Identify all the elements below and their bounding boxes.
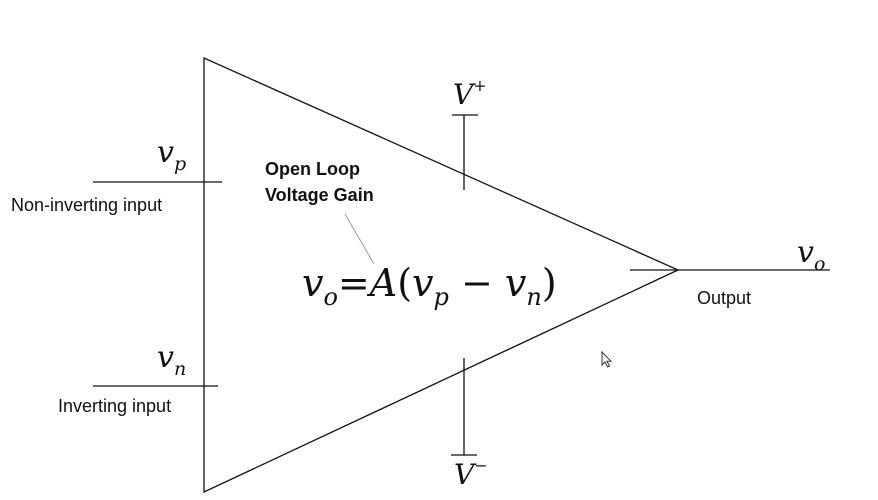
vminus-label-base: V — [454, 458, 477, 491]
output-label: Output — [697, 288, 751, 308]
gain-equation: vo=A(vp − vn) — [302, 261, 557, 311]
vo-label-base: v — [797, 235, 814, 270]
vplus-label-base: V — [453, 78, 476, 111]
equation-minus: − — [449, 261, 505, 305]
non-inverting-input-label: Non-inverting input — [11, 195, 162, 215]
vo-label: vo — [797, 235, 825, 275]
vminus-label-sup: − — [474, 456, 487, 475]
equation-equals: = — [338, 261, 370, 305]
vn-label: vn — [157, 340, 186, 380]
vp-label-base: v — [157, 135, 174, 170]
equation-lhs-sub: o — [323, 283, 337, 311]
equation-close-paren: ) — [542, 261, 557, 305]
equation-gain: A — [367, 261, 397, 305]
equation-vn-sub: n — [526, 283, 541, 311]
vplus-label-sup: + — [473, 76, 486, 95]
vminus-label: V− — [454, 456, 488, 491]
equation-open-paren: ( — [397, 261, 412, 305]
equation-vp-sub: p — [434, 283, 449, 311]
mouse-pointer-icon — [601, 350, 613, 368]
vn-label-base: v — [157, 340, 174, 375]
vo-label-sub: o — [814, 253, 825, 275]
gain-annotation-line2: Voltage Gain — [265, 185, 374, 205]
vplus-label: V+ — [453, 76, 487, 111]
op-amp-triangle — [203, 56, 680, 494]
vp-label: vp — [157, 135, 186, 175]
vp-label-sub: p — [174, 153, 186, 175]
equation-vp-base: v — [412, 261, 434, 305]
vn-label-sub: n — [174, 358, 186, 380]
gain-annotation-line1: Open Loop — [265, 159, 360, 179]
inverting-input-label: Inverting input — [58, 396, 171, 416]
gain-pointer-line — [344, 213, 375, 265]
equation-lhs-base: v — [302, 261, 324, 305]
equation-vn-base: v — [505, 261, 527, 305]
